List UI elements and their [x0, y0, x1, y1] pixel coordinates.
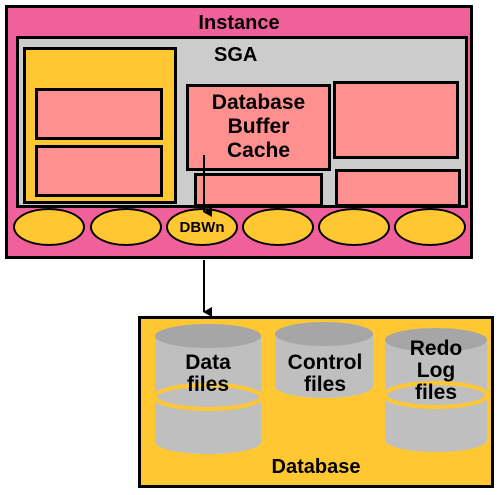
background-process [13, 208, 85, 246]
label-line: Database [211, 91, 306, 114]
background-process [394, 208, 466, 246]
database-buffer-cache-box: Database Buffer Cache [186, 84, 331, 171]
label-line: Data [185, 351, 231, 374]
instance-title: Instance [198, 12, 280, 34]
control-files-label: Control files [275, 352, 375, 396]
background-process [90, 208, 162, 246]
memory-area-box [335, 169, 461, 207]
label-line: Cache [226, 139, 291, 162]
sga-box: SGA Database Buffer Cache [16, 36, 468, 208]
memory-area-box [35, 88, 163, 140]
data-files-label: Data files [158, 352, 258, 396]
database-buffer-cache-label: Database Buffer Cache [189, 91, 328, 163]
background-process [242, 208, 314, 246]
memory-area-box [35, 145, 163, 197]
dbwn-process: DBWn [166, 208, 238, 246]
memory-area-box [194, 173, 323, 207]
dbwn-label: DBWn [179, 218, 225, 236]
background-process [318, 208, 390, 246]
database-title: Database [271, 456, 361, 478]
label-line: Redo [409, 337, 463, 360]
shared-pool-panel [23, 47, 177, 204]
sga-title: SGA [214, 44, 258, 66]
label-line: files [303, 373, 347, 396]
label-line: files [414, 381, 458, 404]
label-line: Control [287, 351, 363, 374]
label-line: Buffer [227, 115, 290, 138]
label-line: files [186, 373, 230, 396]
label-line: Log [416, 359, 456, 382]
instance-box: Instance SGA Database Buffer Cache [5, 5, 473, 259]
redo-log-files-label: Redo Log files [386, 338, 486, 404]
memory-area-box [333, 81, 459, 159]
